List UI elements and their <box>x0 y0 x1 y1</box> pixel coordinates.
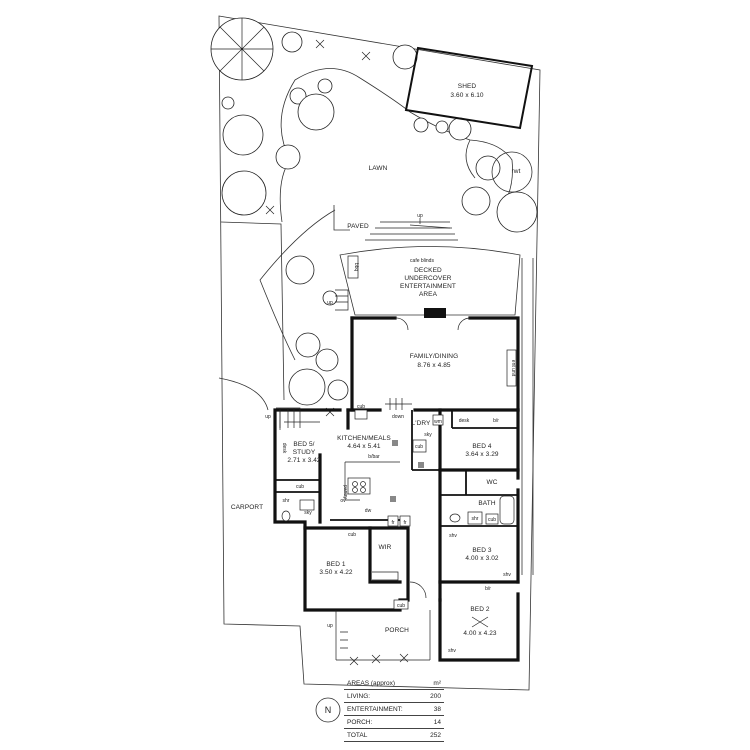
svg-text:cub: cub <box>397 603 405 609</box>
carport-label: CARPORT <box>231 504 263 511</box>
bed-2-label: BED 2 <box>470 606 490 613</box>
svg-text:shr: shr <box>283 498 290 504</box>
house-walls <box>273 308 520 662</box>
bbq-icon <box>347 255 359 279</box>
svg-text:STUDY: STUDY <box>293 449 316 456</box>
svg-text:b/r: b/r <box>485 586 491 592</box>
up-label: up <box>417 213 423 219</box>
svg-text:cub: cub <box>488 517 496 523</box>
wir-label: WIR <box>379 544 392 551</box>
svg-text:shv: shv <box>448 648 456 654</box>
rwt-label: rwt <box>512 168 521 175</box>
table-row-total: TOTAL 252 <box>344 728 444 742</box>
bed-4-dimensions: 3.64 x 3.29 <box>465 451 499 458</box>
svg-text:pantry: pantry <box>342 485 348 499</box>
areas-table: AREAS (approx) m² LIVING: 200 ENTERTAINM… <box>344 677 444 742</box>
fireplace-icon <box>424 308 446 318</box>
shed-label: SHED <box>458 83 477 90</box>
svg-text:fr: fr <box>391 520 394 526</box>
areas-unit: m² <box>422 677 444 690</box>
family-dining-label: FAMILY/DINING <box>410 353 459 360</box>
bed-1-label: BED 1 <box>326 561 346 568</box>
up-label: up <box>327 300 333 306</box>
svg-text:desk: desk <box>281 443 287 454</box>
bed-1-dimensions: 3.50 x 4.22 <box>319 569 353 576</box>
decked-area: bbq up cafe blinds DECKED UNDERCOVER ENT… <box>327 246 521 316</box>
kitchen-meals-dimensions: 4.64 x 5.41 <box>347 443 381 450</box>
bathtub-icon <box>499 495 515 525</box>
lawn-label: LAWN <box>369 165 388 172</box>
deck-steps: up <box>365 213 458 241</box>
svg-text:dw: dw <box>365 508 372 514</box>
svg-text:N: N <box>325 705 332 715</box>
svg-text:shr: shr <box>472 516 479 522</box>
carport-steps: up <box>265 407 301 428</box>
svg-text:bbq: bbq <box>353 263 359 272</box>
table-row: ENTERTAINMENT: 38 <box>344 702 444 716</box>
svg-text:desk: desk <box>459 418 470 424</box>
svg-text:wm: wm <box>434 419 442 425</box>
porch: up PORCH <box>327 610 431 661</box>
cupboard <box>354 409 368 420</box>
up-label: up <box>327 623 333 629</box>
porch-label: PORCH <box>385 627 409 634</box>
down-label: down <box>392 414 404 420</box>
bed-4-label: BED 4 <box>472 443 492 450</box>
shed-dimensions: 3.60 x 6.10 <box>450 92 484 99</box>
bed-2-dimensions: 4.00 x 4.23 <box>463 630 497 637</box>
svg-text:shv: shv <box>503 572 511 578</box>
svg-text:fr: fr <box>403 520 406 526</box>
areas-title: AREAS (approx) <box>344 677 423 690</box>
landscape-trees <box>210 17 538 666</box>
bed-3-dimensions: 4.00 x 3.02 <box>465 555 499 562</box>
svg-text:ov: ov <box>340 498 346 504</box>
svg-text:sky: sky <box>424 432 432 438</box>
svg-text:cub: cub <box>415 444 423 450</box>
wc-label: WC <box>486 479 497 486</box>
north-arrow-icon: N <box>315 697 341 723</box>
kitchen-meals-label: KITCHEN/MEALS <box>337 435 391 442</box>
svg-text:AREA: AREA <box>419 291 438 298</box>
paved-label: PAVED <box>347 223 369 230</box>
svg-text:shv: shv <box>449 533 457 539</box>
up-label: up <box>265 414 271 420</box>
bath-label: BATH <box>478 500 495 507</box>
shed: SHED 3.60 x 6.10 <box>404 46 534 130</box>
cafe-blinds-label: cafe blinds <box>410 258 434 264</box>
table-row: PORCH: 14 <box>344 715 444 729</box>
cooktop-icon <box>347 477 371 495</box>
svg-text:b/r: b/r <box>493 418 499 424</box>
site-boundary <box>218 15 541 691</box>
bed-5-label: BED 5/ <box>293 441 314 448</box>
svg-text:sky: sky <box>304 510 312 516</box>
family-dining-dimensions: 8.76 x 4.85 <box>417 362 451 369</box>
bed-3-label: BED 3 <box>472 547 492 554</box>
deck-label: DECKED <box>414 267 442 274</box>
svg-text:ENTERTAINMENT: ENTERTAINMENT <box>400 283 456 290</box>
svg-text:b/bar: b/bar <box>368 454 380 460</box>
laundry-label: L'DRY <box>412 420 432 427</box>
svg-text:cub: cub <box>348 532 356 538</box>
table-row: LIVING: 200 <box>344 689 444 703</box>
svg-text:UNDERCOVER: UNDERCOVER <box>404 275 451 282</box>
svg-text:cub: cub <box>296 484 304 490</box>
bed-5-dimensions: 2.71 x 3.42 <box>287 457 321 464</box>
svg-text:cub: cub <box>357 404 365 410</box>
svg-text:ent unit: ent unit <box>510 360 516 377</box>
entertainment-unit <box>506 349 517 387</box>
